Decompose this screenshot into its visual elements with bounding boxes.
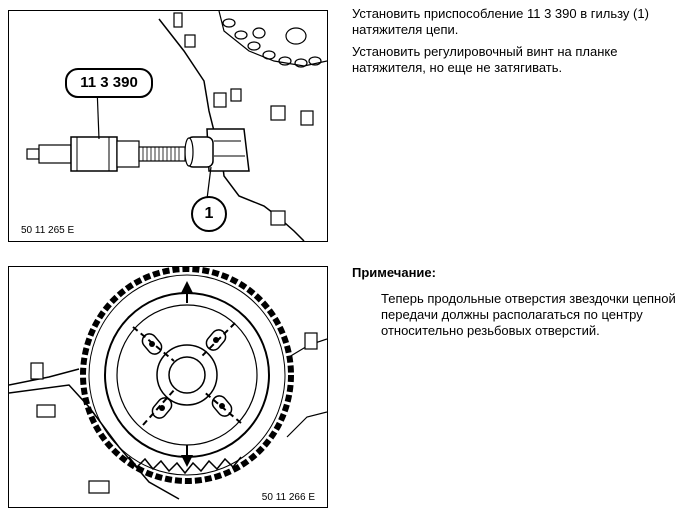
instruction-step-2: Установить регулировочный винт на планке… bbox=[352, 44, 618, 75]
figure-code-1: 50 11 265 E bbox=[21, 225, 75, 236]
figure-tool-insertion: 11 3 390 1 50 11 265 E bbox=[8, 10, 328, 242]
instruction-step-1: Установить приспособление 11 3 390 в гил… bbox=[352, 6, 649, 37]
figure-code-2: 50 11 266 E bbox=[259, 492, 317, 503]
note-title: Примечание: bbox=[352, 265, 436, 280]
note-body: Теперь продольные отверстия звездочки це… bbox=[381, 291, 676, 338]
figure-sprocket-alignment: 50 11 266 E bbox=[8, 266, 328, 508]
tool-insertion-drawing bbox=[26, 11, 327, 241]
tool-number-label: 11 3 390 bbox=[65, 68, 153, 98]
sprocket-drawing bbox=[9, 267, 327, 500]
reference-callout-1: 1 bbox=[191, 196, 227, 232]
